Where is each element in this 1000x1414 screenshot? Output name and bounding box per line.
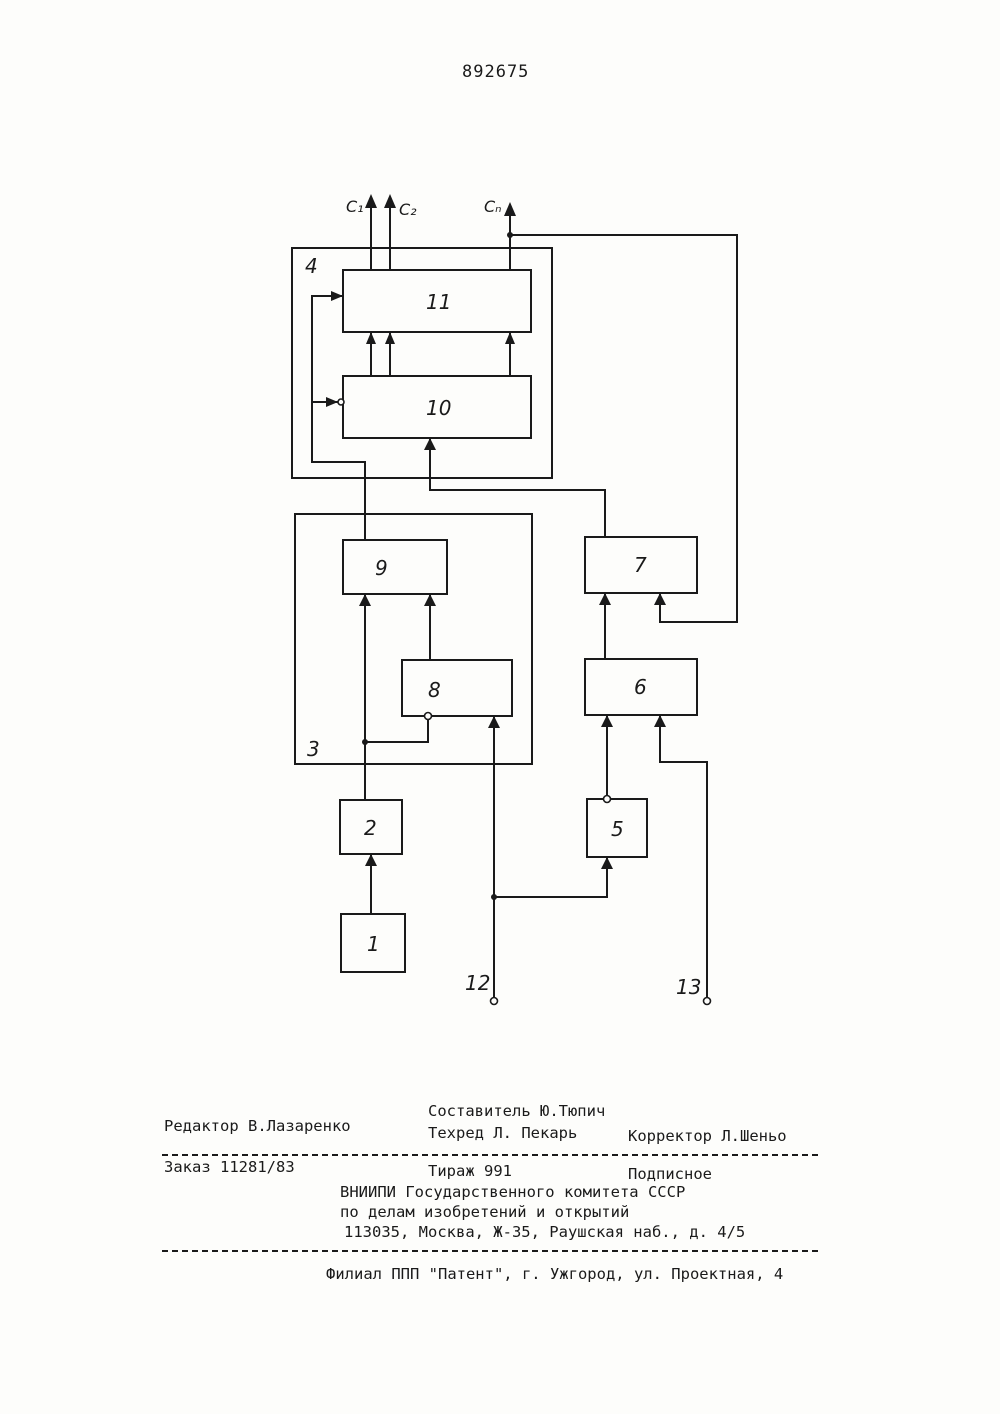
label-block-11: 11: [426, 290, 451, 314]
block-8: [402, 660, 512, 716]
terminal-13-point: [704, 998, 711, 1005]
org-line-1: ВНИИПИ Государственного комитета СССР: [340, 1183, 685, 1201]
block-9: [343, 540, 447, 594]
feedback-line: [510, 235, 737, 622]
label-block-6: 6: [634, 675, 647, 699]
editor: Редактор В.Лазаренко: [164, 1117, 351, 1135]
branch: Филиал ППП "Патент", г. Ужгород, ул. Про…: [326, 1265, 783, 1283]
arrow-bus-n: [505, 332, 515, 344]
terminal-12-point: [491, 998, 498, 1005]
label-block-2: 2: [364, 816, 377, 840]
output-arrow-cn: [504, 202, 516, 216]
subscription: Подписное: [628, 1165, 712, 1183]
org-line-3: 113035, Москва, Ж-35, Раушская наб., д. …: [344, 1223, 745, 1241]
divider-bottom: [162, 1250, 818, 1252]
arrow-bus-b: [385, 332, 395, 344]
label-output-c1: C₁: [346, 197, 364, 216]
label-group-4: 4: [305, 254, 318, 278]
inverse-input-10: [338, 399, 344, 405]
label-block-10: 10: [426, 396, 451, 420]
line-7-to-10: [430, 438, 605, 537]
label-terminal-13: 13: [676, 975, 701, 999]
label-block-7: 7: [634, 553, 647, 577]
label-output-c2: C₂: [399, 200, 417, 219]
label-block-1: 1: [367, 932, 380, 956]
inverse-input-8: [425, 713, 432, 720]
arrow-into-10-bottom: [424, 438, 436, 450]
arrow-into-11: [331, 291, 343, 301]
arrow-bus-a: [366, 332, 376, 344]
corrector: Корректор Л.Шеньо: [628, 1127, 787, 1145]
arrow-into-10: [326, 397, 338, 407]
output-arrow-c2: [384, 194, 396, 208]
arrow-into-2: [365, 854, 377, 866]
arrow-into-5: [601, 857, 613, 869]
label-output-cn: Cₙ: [484, 197, 502, 216]
block-diagram: 11 10 9 8 7 6 5 2 1 4 3 12 13 C₁ C₂ Cₙ: [0, 0, 1000, 1060]
arrow-into-6-right: [654, 715, 666, 727]
arrow-into-9-left: [359, 594, 371, 606]
group-frame-4: [292, 248, 552, 478]
org-line-2: по делам изобретений и открытий: [340, 1203, 629, 1221]
circulation: Тираж 991: [428, 1162, 512, 1180]
arrow-into-7-right: [654, 593, 666, 605]
arrow-into-9-right: [424, 594, 436, 606]
inverse-output-5: [604, 796, 611, 803]
label-block-5: 5: [611, 817, 624, 841]
label-group-3: 3: [307, 737, 320, 761]
line-12-to-5: [494, 857, 607, 897]
arrow-into-7-left: [599, 593, 611, 605]
arrow-into-8: [488, 716, 500, 728]
label-block-8: 8: [428, 678, 441, 702]
terminal-13-line: [660, 715, 707, 998]
arrow-into-6: [601, 715, 613, 727]
techred: Техред Л. Пекарь: [428, 1124, 577, 1142]
divider-top: [162, 1154, 818, 1156]
compiler: Составитель Ю.Тюпич: [428, 1102, 605, 1120]
label-block-9: 9: [375, 556, 388, 580]
line-to-8-inverse: [365, 719, 428, 742]
output-arrow-c1: [365, 194, 377, 208]
order: Заказ 11281/83: [164, 1158, 295, 1176]
label-terminal-12: 12: [465, 971, 490, 995]
